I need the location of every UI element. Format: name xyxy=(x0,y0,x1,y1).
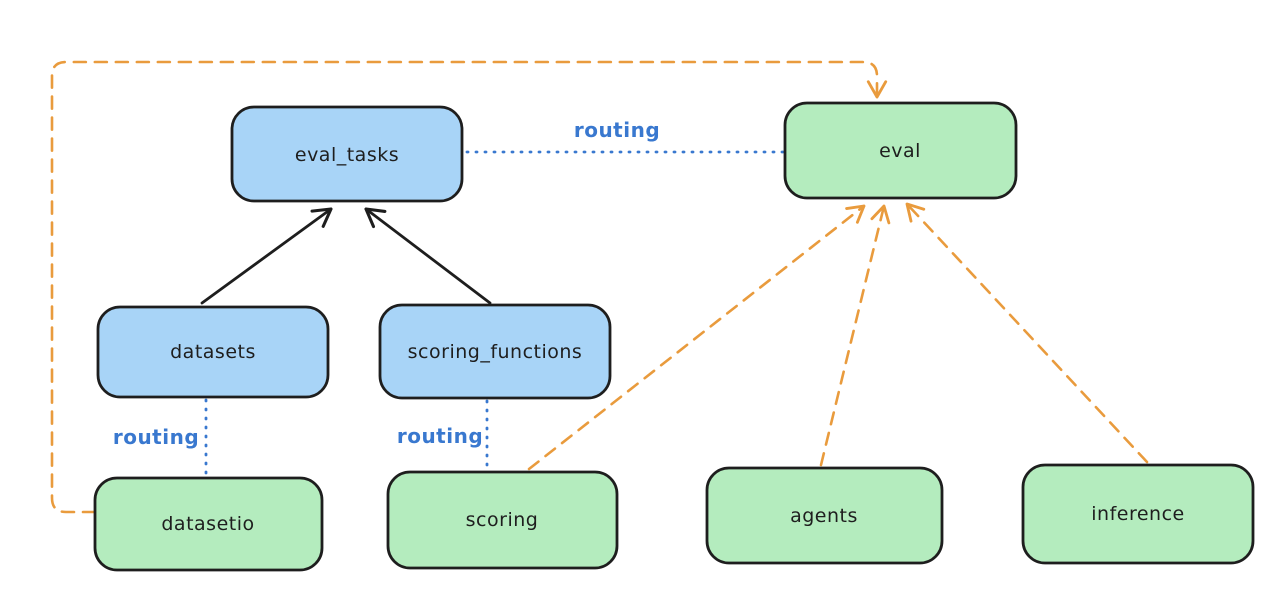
node-scoring-functions-label: scoring_functions xyxy=(408,341,583,363)
nodes: eval_tasks eval datasets scoring_functio… xyxy=(93,101,1255,572)
edges xyxy=(50,60,1149,514)
node-scoring-functions-box xyxy=(378,303,612,400)
node-inference-box xyxy=(1021,463,1255,565)
edge-scoring-functions-to-eval-tasks xyxy=(364,207,492,305)
node-eval-box xyxy=(783,101,1018,200)
node-eval: eval xyxy=(783,101,1018,200)
edge-scoring-to-eval xyxy=(527,204,866,471)
routing-label-scoring-functions-scoring: routing xyxy=(397,424,483,448)
edge-inference-to-eval xyxy=(905,202,1149,464)
routing-label-eval-tasks-eval: routing xyxy=(574,118,660,142)
node-datasets-label: datasets xyxy=(170,341,256,363)
node-datasetio-box xyxy=(93,476,324,572)
edge-datasetio-to-eval xyxy=(50,60,888,514)
node-datasets-box xyxy=(96,305,330,399)
node-agents-box xyxy=(705,466,944,565)
node-scoring-functions: scoring_functions xyxy=(378,303,612,400)
node-scoring-box xyxy=(386,470,619,570)
edge-labels: routing routing routing xyxy=(113,118,660,449)
node-datasetio-label: datasetio xyxy=(161,513,254,535)
node-datasetio: datasetio xyxy=(93,476,324,572)
edge-agents-to-eval xyxy=(819,204,891,467)
node-agents: agents xyxy=(705,466,944,565)
node-scoring: scoring xyxy=(386,470,619,570)
node-eval-tasks-label: eval_tasks xyxy=(295,144,399,166)
edge-datasets-to-eval-tasks xyxy=(200,207,333,305)
node-inference-label: inference xyxy=(1091,503,1184,525)
node-agents-label: agents xyxy=(790,505,858,527)
node-eval-label: eval xyxy=(879,140,921,162)
node-eval-tasks: eval_tasks xyxy=(230,105,464,203)
node-datasets: datasets xyxy=(96,305,330,399)
node-eval-tasks-box xyxy=(230,105,464,203)
node-inference: inference xyxy=(1021,463,1255,565)
routing-label-datasets-datasetio: routing xyxy=(113,425,199,449)
node-scoring-label: scoring xyxy=(466,509,539,531)
